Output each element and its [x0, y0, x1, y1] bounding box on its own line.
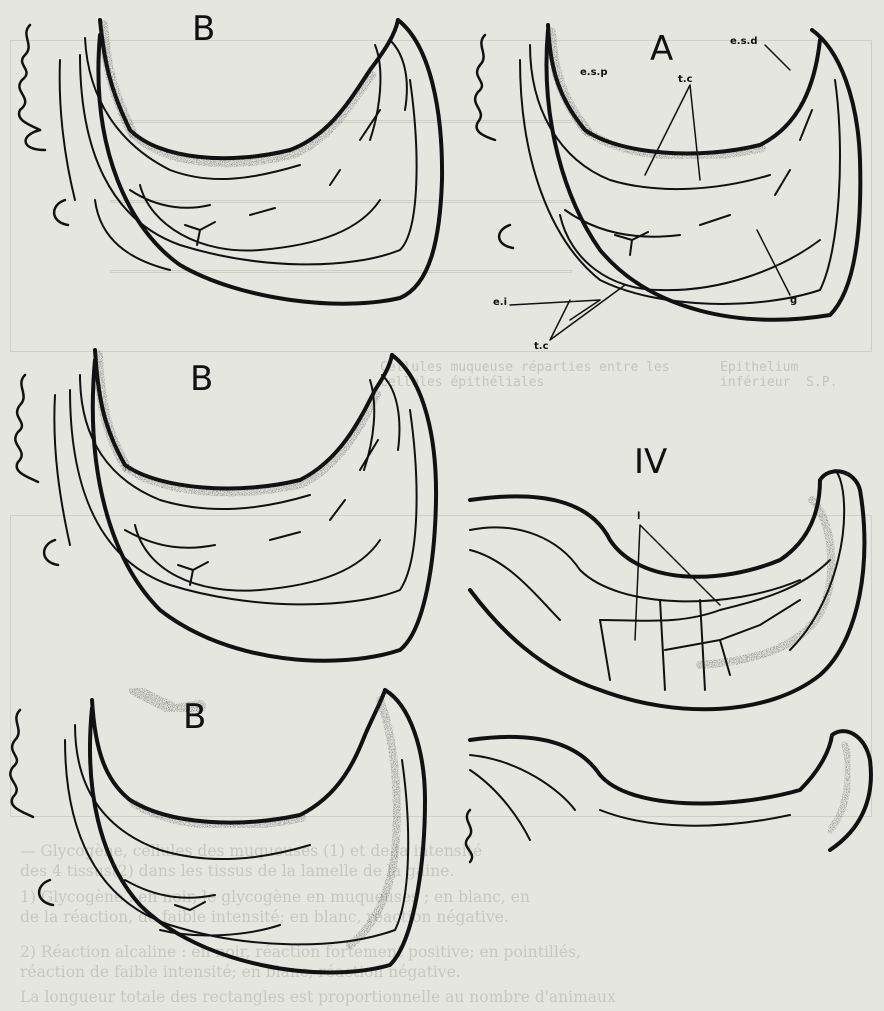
- label-tc-bottom: t.c: [534, 342, 549, 352]
- inner-wall: [95, 350, 392, 488]
- panel-label-b2: B: [190, 362, 213, 396]
- section-iv-drawing: [466, 470, 871, 862]
- label-esp: e.s.p: [580, 68, 608, 78]
- panel-label-iv: IV: [634, 445, 667, 479]
- inner-wall: [100, 20, 398, 158]
- stippled-epithelium: [127, 394, 377, 492]
- stippled-epithelium: [350, 700, 397, 945]
- panel-label-b3: B: [183, 700, 206, 734]
- outer-wall: [93, 355, 436, 661]
- panel-label-b1: B: [192, 12, 215, 46]
- stippled-epithelium: [133, 803, 302, 826]
- stippled-epithelium: [588, 132, 762, 156]
- label-ei: e.i: [493, 298, 507, 308]
- label-l: l: [637, 512, 640, 522]
- outer-wall: [470, 471, 864, 709]
- section-a-drawing: [475, 25, 860, 340]
- stippled-epithelium: [103, 25, 133, 134]
- label-g: g: [790, 296, 797, 306]
- label-tc-top: t.c: [678, 75, 693, 85]
- stippled-epithelium: [98, 355, 127, 468]
- label-esd: e.s.d: [730, 37, 758, 47]
- stippled-epithelium: [830, 745, 848, 830]
- panel-label-a: A: [650, 32, 673, 66]
- stippled-epithelium: [551, 32, 588, 132]
